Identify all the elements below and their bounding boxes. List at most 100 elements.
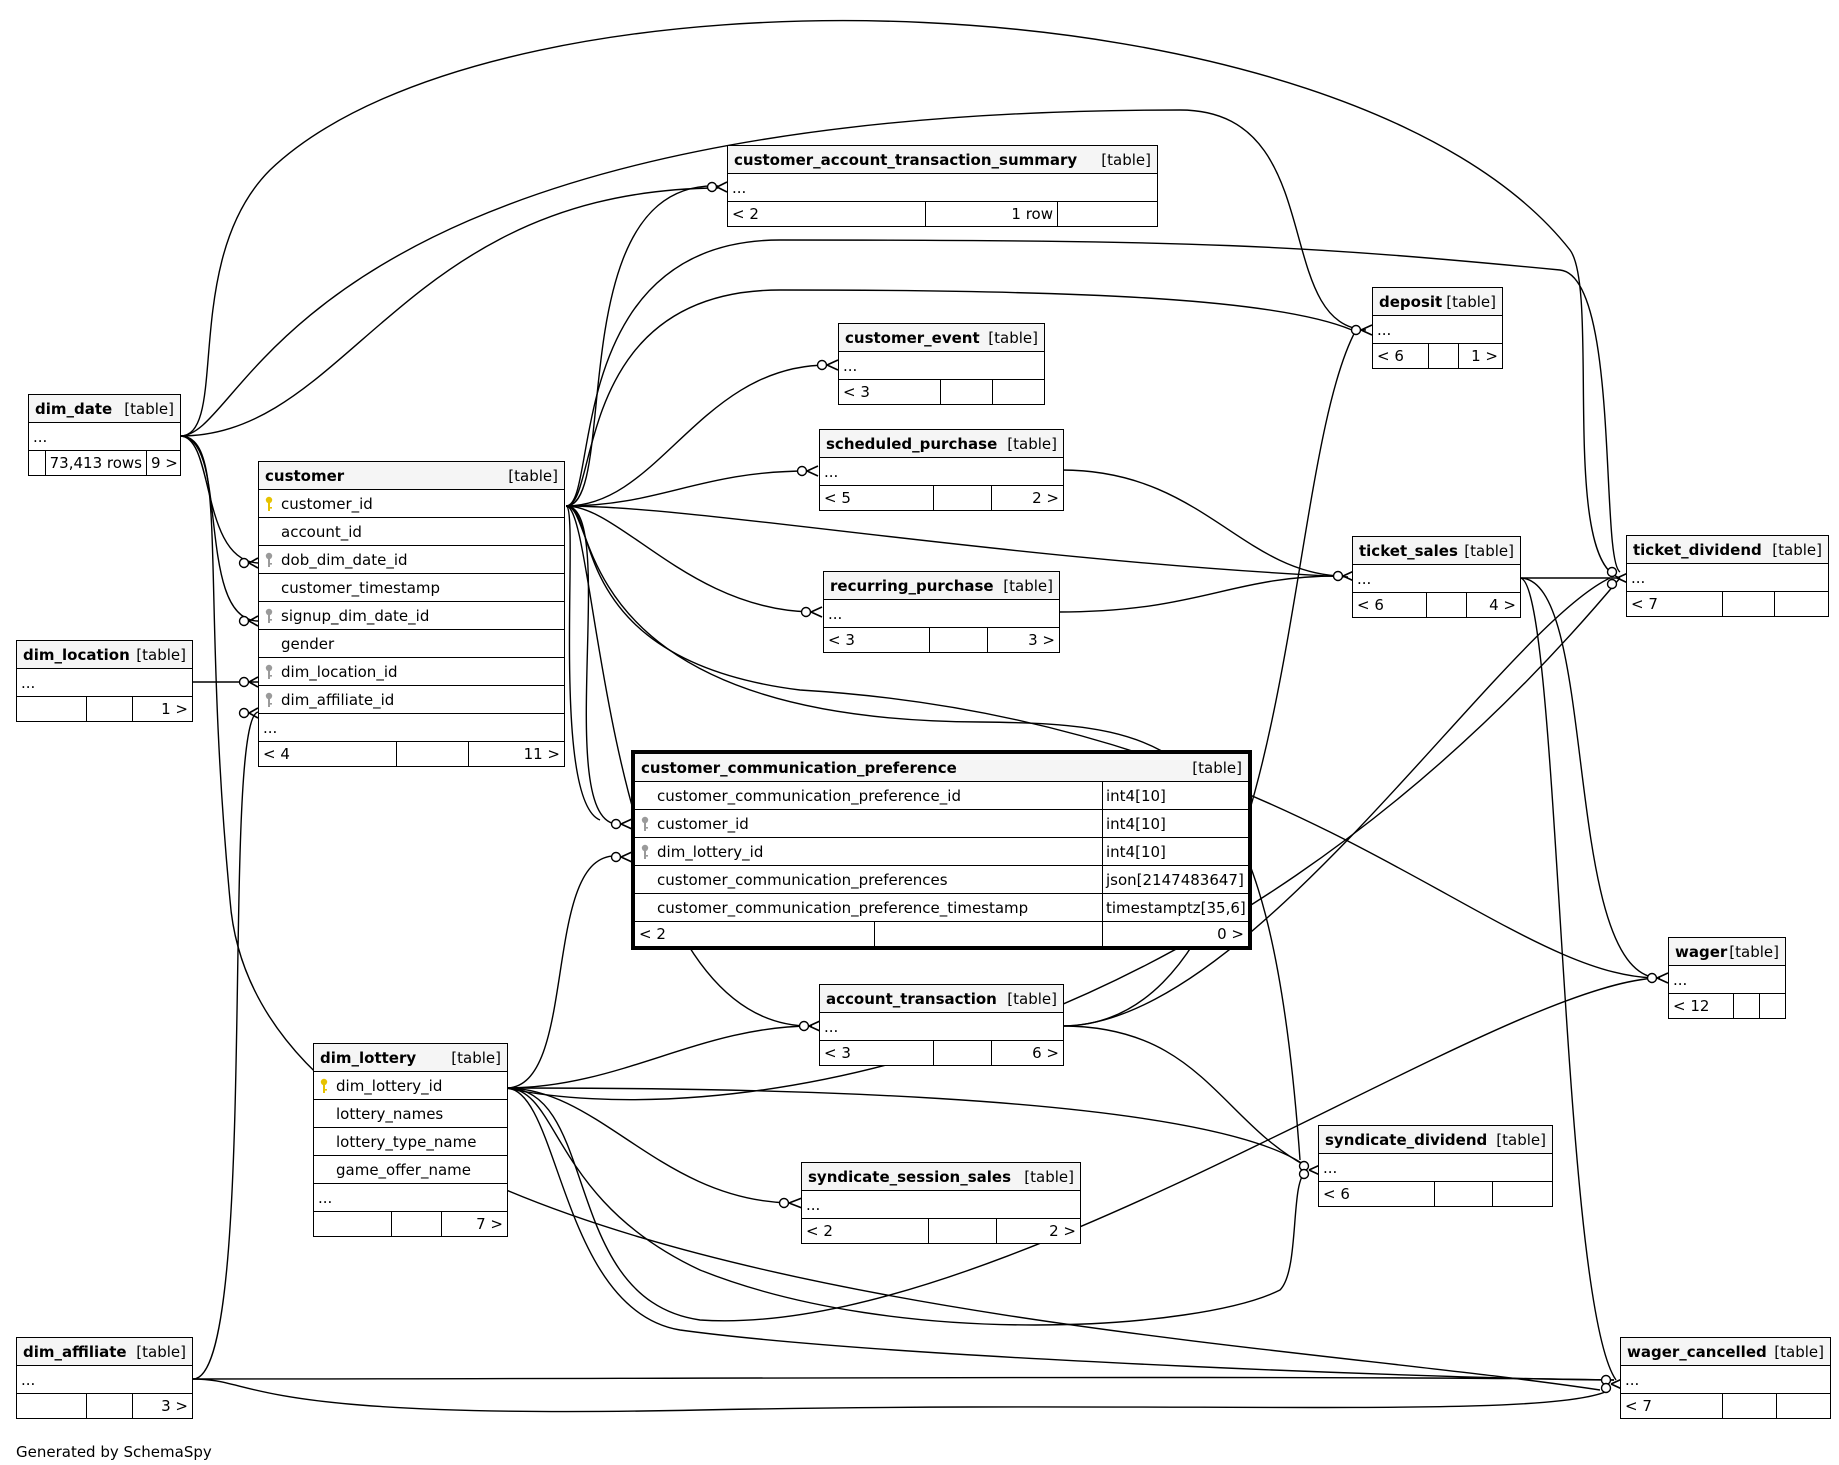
table-name[interactable]: dim_date <box>35 399 113 418</box>
generated-by-credit: Generated by SchemaSpy <box>16 1443 212 1461</box>
column-row[interactable]: gender <box>259 630 564 658</box>
table-wager-cancelled[interactable]: wager_cancelled[table] ... < 7 <box>1620 1337 1831 1419</box>
table-deposit[interactable]: deposit[table] ... < 6 1 > <box>1372 287 1503 369</box>
table-type-label: [table] <box>124 399 174 418</box>
table-customer-account-transaction-summary[interactable]: customer_account_transaction_summary [tab… <box>727 145 1158 227</box>
column-name: customer_id <box>281 494 373 513</box>
row-count: 73,413 rows <box>44 451 146 475</box>
table-name[interactable]: dim_affiliate <box>23 1342 127 1361</box>
table-footer: < 6 4 > <box>1353 593 1520 617</box>
table-footer: 3 > <box>17 1394 192 1418</box>
table-dim-location[interactable]: dim_location[table] ... 1 > <box>16 640 193 722</box>
column-name: dim_lottery_id <box>336 1076 443 1095</box>
table-name[interactable]: customer_event <box>845 328 980 347</box>
column-row[interactable]: lottery_names <box>314 1100 507 1128</box>
parent-count <box>314 1212 391 1236</box>
table-name[interactable]: wager_cancelled <box>1627 1342 1767 1361</box>
row-count <box>86 697 132 721</box>
column-row[interactable]: customer_timestamp <box>259 574 564 602</box>
table-name[interactable]: scheduled_purchase <box>826 434 998 453</box>
table-name[interactable]: wager <box>1675 942 1728 961</box>
ellipsis-row: ... <box>314 1184 507 1212</box>
table-name[interactable]: account_transaction <box>826 989 997 1008</box>
column-name: signup_dim_date_id <box>281 606 430 625</box>
parent-count: < 6 <box>1323 1185 1350 1203</box>
table-name[interactable]: ticket_dividend <box>1633 540 1762 559</box>
table-type-label: [table] <box>1729 942 1779 961</box>
table-ticket-dividend[interactable]: ticket_dividend[table] ... < 7 <box>1626 535 1829 617</box>
table-type-label: [table] <box>1024 1167 1074 1186</box>
table-dim-date[interactable]: dim_date[table] ... 73,413 rows 9 > <box>28 394 181 476</box>
column-row[interactable]: dim_affiliate_id <box>259 686 564 714</box>
table-name[interactable]: customer_account_transaction_summary <box>734 150 1078 169</box>
table-ticket-sales[interactable]: ticket_sales[table] ... < 6 4 > <box>1352 536 1521 618</box>
column-row[interactable]: signup_dim_date_id <box>259 602 564 630</box>
parent-count: < 12 <box>1673 997 1710 1015</box>
table-name[interactable]: ticket_sales <box>1359 541 1458 560</box>
table-scheduled-purchase[interactable]: scheduled_purchase[table] ... < 5 2 > <box>819 429 1064 511</box>
child-count: 2 > <box>996 1219 1080 1243</box>
parent-count: < 6 <box>1377 347 1404 365</box>
child-count: 3 > <box>132 1394 192 1418</box>
table-type-label: [table] <box>988 328 1038 347</box>
row-count <box>391 1212 441 1236</box>
parent-count <box>29 451 45 475</box>
column-name: dim_location_id <box>281 662 398 681</box>
table-customer-communication-preference[interactable]: customer_communication_preference[table]… <box>631 750 1252 950</box>
column-name: gender <box>281 634 335 653</box>
column-row[interactable]: lottery_type_name <box>314 1128 507 1156</box>
column-type: json[2147483647] <box>1102 866 1248 893</box>
table-wager[interactable]: wager[table] ... < 12 <box>1668 937 1786 1019</box>
table-type-label: [table] <box>1101 150 1151 169</box>
primary-key-icon <box>259 496 279 512</box>
column-row[interactable]: customer_id <box>259 490 564 518</box>
column-row[interactable]: dob_dim_date_id <box>259 546 564 574</box>
child-count: 1 > <box>1458 344 1502 368</box>
table-customer-event[interactable]: customer_event[table] ... < 3 <box>838 323 1045 405</box>
child-count <box>1057 202 1157 226</box>
foreign-key-icon <box>259 608 279 624</box>
table-type-label: [table] <box>1003 576 1053 595</box>
parent-count <box>17 697 86 721</box>
table-type-label: [table] <box>451 1048 501 1067</box>
table-name[interactable]: recurring_purchase <box>830 576 994 595</box>
table-name[interactable]: deposit <box>1379 292 1443 311</box>
row-count <box>1428 344 1458 368</box>
table-syndicate-session-sales[interactable]: syndicate_session_sales [table] ... < 2 2… <box>801 1162 1081 1244</box>
ellipsis-row: ... <box>1627 564 1828 592</box>
parent-count: < 4 <box>263 745 290 763</box>
primary-key-icon <box>314 1078 334 1094</box>
column-row[interactable]: customer_communication_preference_timest… <box>635 894 1248 922</box>
table-name[interactable]: customer <box>265 466 345 485</box>
column-row[interactable]: dim_location_id <box>259 658 564 686</box>
table-account-transaction[interactable]: account_transaction[table] ... < 3 6 > <box>819 984 1064 1066</box>
ellipsis-row: ... <box>824 600 1059 628</box>
table-footer: < 6 1 > <box>1373 344 1502 368</box>
table-recurring-purchase[interactable]: recurring_purchase[table] ... < 3 3 > <box>823 571 1060 653</box>
table-name[interactable]: syndicate_dividend <box>1325 1130 1488 1149</box>
column-row[interactable]: account_id <box>259 518 564 546</box>
column-row[interactable]: dim_lottery_id <box>314 1072 507 1100</box>
parent-count: < 2 <box>806 1222 833 1240</box>
table-name[interactable]: syndicate_session_sales <box>808 1167 1011 1186</box>
table-name[interactable]: dim_lottery <box>320 1048 417 1067</box>
child-count: 3 > <box>987 628 1059 652</box>
table-name[interactable]: dim_location <box>23 645 130 664</box>
ellipsis-row: ... <box>17 1366 192 1394</box>
child-count <box>1759 994 1785 1018</box>
table-syndicate-dividend[interactable]: syndicate_dividend[table] ... < 6 <box>1318 1125 1553 1207</box>
ellipsis-row: ... <box>1373 316 1502 344</box>
child-count <box>1776 1394 1830 1418</box>
table-name[interactable]: customer_communication_preference <box>641 758 957 777</box>
row-count <box>929 628 987 652</box>
column-row[interactable]: game_offer_name <box>314 1156 507 1184</box>
table-type-label: [table] <box>1446 292 1496 311</box>
ellipsis-row: ... <box>802 1191 1080 1219</box>
table-dim-affiliate[interactable]: dim_affiliate[table] ... 3 > <box>16 1337 193 1419</box>
